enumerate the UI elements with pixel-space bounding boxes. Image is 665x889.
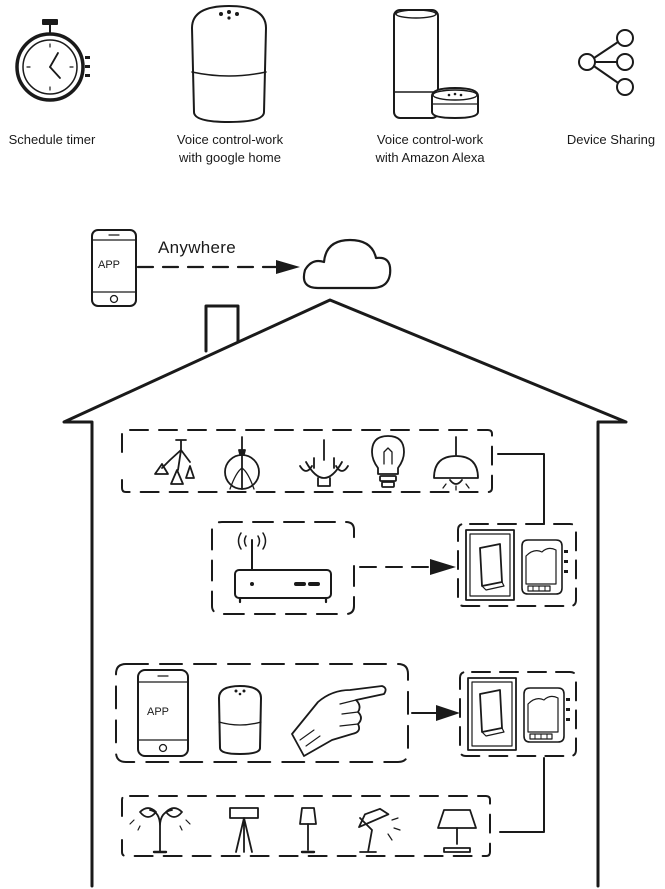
relay-module-icon bbox=[521, 539, 568, 595]
wall-switch-icon bbox=[465, 529, 515, 601]
desk-lamp-icon bbox=[358, 807, 401, 853]
dome-pendant-lamp-icon bbox=[433, 436, 479, 491]
connector-lights-to-switch bbox=[497, 453, 545, 525]
ceiling-lights-group bbox=[121, 429, 493, 493]
smartphone-icon bbox=[91, 229, 137, 307]
feature-label-schedule-timer: Schedule timer bbox=[8, 132, 96, 147]
anywhere-label: Anywhere bbox=[158, 238, 236, 257]
pointing-hand-icon bbox=[291, 685, 387, 757]
stopwatch-icon bbox=[15, 19, 90, 102]
double-arc-floor-lamp-icon bbox=[129, 807, 191, 854]
wifi-router-icon bbox=[234, 532, 332, 604]
slim-floor-lamp-icon bbox=[299, 807, 317, 854]
google-home-speaker-icon bbox=[191, 5, 267, 123]
smart-switch-module-lower bbox=[459, 671, 577, 757]
feature-label-device-sharing: Device Sharing bbox=[566, 132, 656, 147]
floor-lamps-group bbox=[121, 795, 491, 857]
phone-screen-app-text: APP bbox=[98, 259, 121, 271]
connector-controls-to-switch bbox=[411, 705, 460, 721]
globe-pendant-lamp-icon bbox=[224, 436, 260, 490]
amazon-echo-icon bbox=[393, 9, 479, 119]
google-home-speaker-icon-controls bbox=[218, 685, 262, 755]
cloud-icon bbox=[302, 238, 392, 290]
pendant-cluster-lamp-icon bbox=[154, 439, 195, 485]
smart-switch-module-upper bbox=[457, 523, 577, 607]
connector-switch-to-lamps bbox=[499, 757, 545, 833]
light-bulb-icon bbox=[371, 435, 405, 488]
share-icon bbox=[578, 29, 634, 96]
house-outline bbox=[62, 298, 628, 888]
router-group bbox=[211, 521, 355, 615]
relay-module-icon-lower bbox=[523, 687, 570, 743]
chandelier-icon bbox=[299, 439, 349, 487]
feature-label-google-home: Voice control-work with google home bbox=[176, 132, 284, 165]
smartphone-icon-controls bbox=[137, 669, 189, 757]
wall-switch-icon-lower bbox=[467, 677, 517, 751]
connection-dashed-line bbox=[136, 260, 300, 274]
connector-router-to-switch bbox=[359, 559, 456, 575]
tripod-floor-lamp-icon bbox=[229, 807, 259, 853]
controls-phone-screen-app-text: APP bbox=[147, 706, 170, 718]
table-lamp-icon bbox=[437, 809, 477, 853]
feature-label-amazon-alexa: Voice control-work with Amazon Alexa bbox=[375, 132, 485, 165]
controls-group bbox=[115, 663, 409, 763]
